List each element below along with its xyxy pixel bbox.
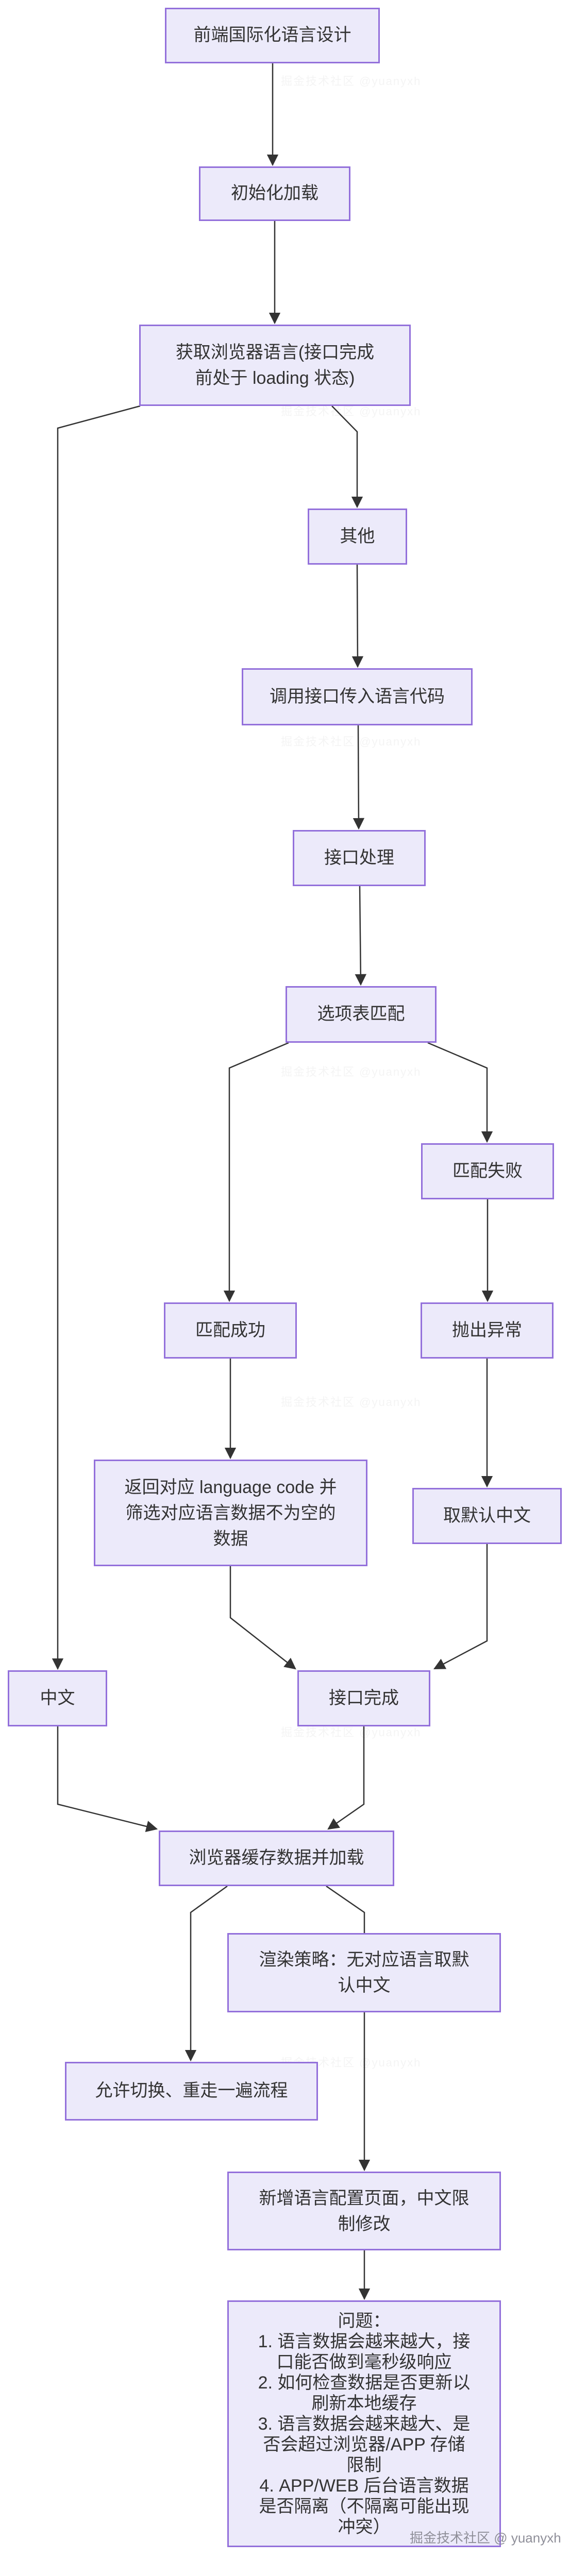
node-api-done: 接口完成 <box>297 1670 430 1726</box>
node-browser-cache: 浏览器缓存数据并加载 <box>159 1831 394 1886</box>
node-default-chinese: 取默认中文 <box>412 1488 562 1544</box>
node-chinese: 中文 <box>8 1670 107 1726</box>
tiled-watermark: 掘金技术社区 @yuanyxh <box>281 1396 422 1409</box>
node-throw-error: 抛出异常 <box>421 1302 554 1359</box>
node-api-handle: 接口处理 <box>293 830 426 886</box>
node-option-match: 选项表匹配 <box>286 986 437 1043</box>
node-allow-switch: 允许切换、重走一遍流程 <box>65 2062 318 2121</box>
node-init-load: 初始化加载 <box>199 166 350 221</box>
node-match-success: 匹配成功 <box>164 1302 297 1359</box>
tiled-watermark: 掘金技术社区 @yuanyxh <box>281 735 422 748</box>
tiled-watermark: 掘金技术社区 @yuanyxh <box>281 1065 422 1078</box>
node-render-strategy: 渲染策略：无对应语言取默 认中文 <box>227 1933 501 2012</box>
node-add-lang-page: 新增语言配置页面，中文限 制修改 <box>227 2172 501 2250</box>
node-get-browser-lang: 获取浏览器语言(接口完成 前处于 loading 状态) <box>139 325 411 406</box>
node-match-fail: 匹配失败 <box>421 1143 554 1199</box>
node-return-code: 返回对应 language code 并 筛选对应语言数据不为空的 数据 <box>94 1460 367 1566</box>
node-call-api: 调用接口传入语言代码 <box>242 668 473 725</box>
credit-watermark: 掘金技术社区 @ yuanyxh <box>410 2530 561 2546</box>
node-title: 前端国际化语言设计 <box>165 8 380 63</box>
node-other: 其他 <box>308 509 407 565</box>
node-questions: 问题： 1. 语言数据会越来越大，接 口能否做到毫秒级响应 2. 如何检查数据是… <box>227 2300 501 2547</box>
tiled-watermark: 掘金技术社区 @yuanyxh <box>281 75 422 88</box>
